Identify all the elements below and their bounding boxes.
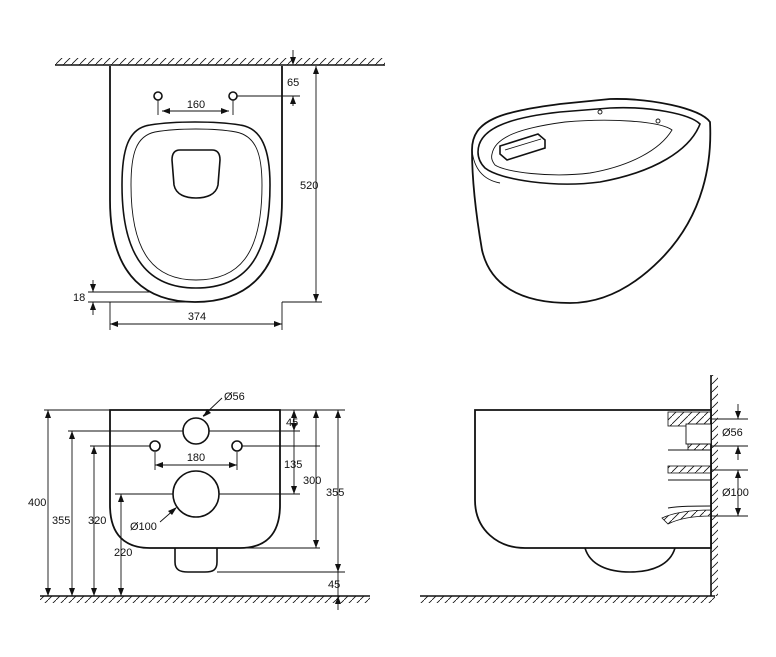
top-view-width-label: 374: [188, 311, 206, 323]
back-view-bolt-spacing-label: 180: [187, 452, 205, 464]
side-view-floor-hatch: [420, 596, 715, 603]
top-view-length-label: 520: [300, 180, 318, 192]
top-view-hole-spacing-label: 160: [187, 99, 205, 111]
top-view-top-offset-label: 65: [287, 77, 299, 89]
top-view-seat-rim: [121, 121, 271, 289]
back-view-inlet-offset-label: 45: [286, 417, 298, 429]
side-view-outlet-diameter-label: Ø100: [722, 487, 749, 499]
isometric-flush-opening: [499, 133, 546, 161]
back-view: Ø56 Ø100 180 45 135 300: [28, 391, 370, 610]
top-view-bowl-opening: [171, 149, 221, 199]
back-view-floor-hatch: [40, 596, 370, 603]
isometric-body: [471, 98, 712, 304]
isometric-view: [471, 98, 712, 304]
back-view-inlet-height-label: 355: [326, 487, 344, 499]
back-view-mid-height-label: 320: [88, 515, 106, 527]
back-view-outlet-diameter-label: Ø100: [130, 521, 157, 533]
side-view-inlet-diameter-label: Ø56: [722, 427, 743, 439]
back-view-outlet-height-left-label: 355: [52, 515, 70, 527]
top-view-wall-hatch: [55, 58, 385, 65]
side-view-outlet-pipe: [667, 465, 712, 474]
back-view-total-height-label: 400: [28, 497, 46, 509]
back-view-inlet-diameter-label: Ø56: [224, 391, 245, 403]
side-view: Ø56 Ø100: [420, 375, 749, 603]
side-view-wall-hatch: [711, 375, 718, 596]
back-view-outlet-offset-label: 135: [284, 459, 302, 471]
back-view-bottom-gap-label: 45: [328, 579, 340, 591]
isometric-fixing-hole-right: [655, 118, 661, 124]
back-view-foot: [174, 548, 218, 573]
back-view-base-height-label: 220: [114, 547, 132, 559]
side-view-trap: [584, 547, 676, 573]
top-view-seat-inner: [130, 128, 263, 281]
isometric-fixing-hole-left: [597, 109, 603, 115]
side-view-body-outline: [474, 409, 712, 549]
isometric-rim-inner: [491, 119, 673, 176]
top-view: 160 65 520 18 374: [55, 50, 385, 330]
top-view-bottom-offset-label: 18: [73, 292, 85, 304]
back-view-bolt-height-label: 300: [303, 475, 321, 487]
isometric-rim: [477, 106, 701, 185]
